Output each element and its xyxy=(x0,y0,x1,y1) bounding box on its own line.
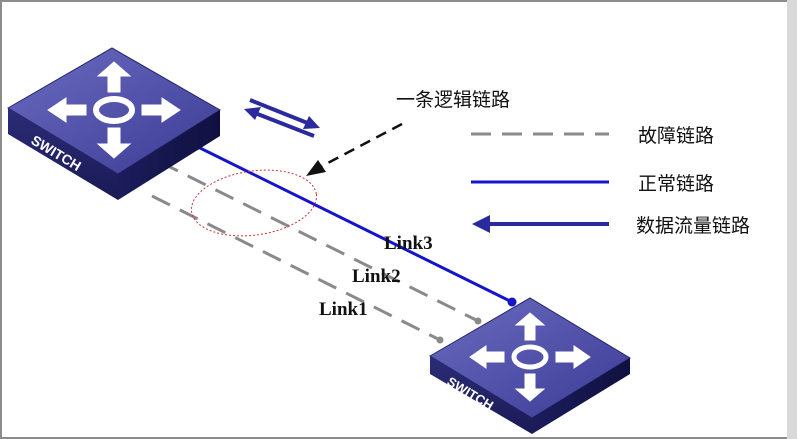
link1-fault-line xyxy=(151,194,441,342)
legend-traffic-label: 数据流量链路 xyxy=(636,215,751,237)
legend-normal-label: 正常链路 xyxy=(638,173,715,195)
logical-link-label: 一条逻辑链路 xyxy=(396,89,511,111)
traffic-arrows-icon xyxy=(244,98,320,138)
link2-label: Link2 xyxy=(352,266,401,287)
link3-label: Link3 xyxy=(384,233,433,254)
switch-bottom-right-icon xyxy=(429,297,631,434)
link1-label: Link1 xyxy=(319,299,368,320)
frame-left-border xyxy=(0,0,2,439)
link2-end-dot-right xyxy=(474,317,482,325)
logical-link-ellipse xyxy=(190,169,318,237)
frame-bottom-border xyxy=(0,437,797,439)
switch-top-left-icon xyxy=(7,47,221,200)
legend-traffic-swatch xyxy=(472,215,609,233)
link2-fault-line xyxy=(159,160,479,323)
logical-link-pointer-line xyxy=(321,122,403,168)
legend-fault-label: 故障链路 xyxy=(638,125,715,147)
link3-end-dot-right xyxy=(507,297,517,307)
logical-link-pointer-arrowhead xyxy=(306,160,326,176)
link1-end-dot-right xyxy=(436,336,444,344)
frame-top-border xyxy=(0,0,797,2)
frame-right-scrollbar xyxy=(787,0,797,439)
link3-normal-line xyxy=(195,144,513,304)
